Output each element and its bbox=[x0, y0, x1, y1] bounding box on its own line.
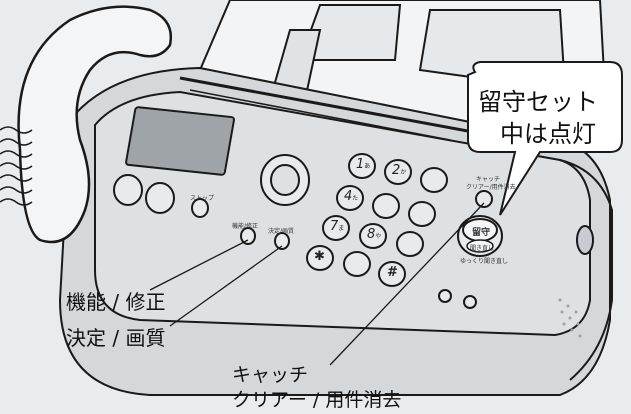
leader-lines bbox=[149, 202, 485, 366]
key-4: 4た bbox=[344, 189, 359, 204]
replay-label: 聞き直し bbox=[470, 245, 495, 252]
handset bbox=[17, 5, 173, 244]
bubble-line-1: 留守セット bbox=[478, 88, 598, 116]
slow-replay-label: ゆっくり聞き直し bbox=[460, 258, 509, 265]
stop-label: ストップ bbox=[190, 195, 215, 202]
key-hash: # bbox=[387, 265, 398, 280]
bubble-line-2: 中は点灯 bbox=[500, 120, 596, 148]
catch-clear-button bbox=[475, 190, 493, 208]
callout-set-quality: 決定 / 画質 bbox=[66, 326, 166, 350]
answer-button-label: 留守 bbox=[472, 228, 491, 238]
key-8: 8や bbox=[367, 227, 382, 242]
handset-cord bbox=[0, 126, 33, 206]
catch-small-label-2: クリアー/用件消去 bbox=[466, 184, 516, 191]
key-1: 1あ bbox=[356, 157, 371, 172]
key-7: 7ま bbox=[330, 219, 345, 234]
key-2: 2か bbox=[392, 163, 407, 178]
kino-small-label: 機能/修正 bbox=[232, 223, 259, 230]
navigation-pad bbox=[260, 154, 310, 206]
callout-function-correct: 機能 / 修正 bbox=[66, 290, 166, 314]
kettei-small-label: 決定/画質 bbox=[268, 228, 295, 235]
speech-bubble bbox=[467, 61, 623, 216]
callout-catch-line-1: キャッチ bbox=[232, 364, 309, 386]
catch-small-label-1: キャッチ bbox=[476, 176, 501, 183]
keypad bbox=[306, 153, 448, 287]
answer-button-group bbox=[457, 215, 503, 257]
left-buttons bbox=[113, 174, 290, 250]
small-indicators bbox=[438, 289, 477, 309]
lcd-display bbox=[125, 106, 235, 176]
key-star: ✱ bbox=[314, 249, 325, 264]
callout-catch-line-2: クリアー / 用件消去 bbox=[232, 389, 402, 411]
